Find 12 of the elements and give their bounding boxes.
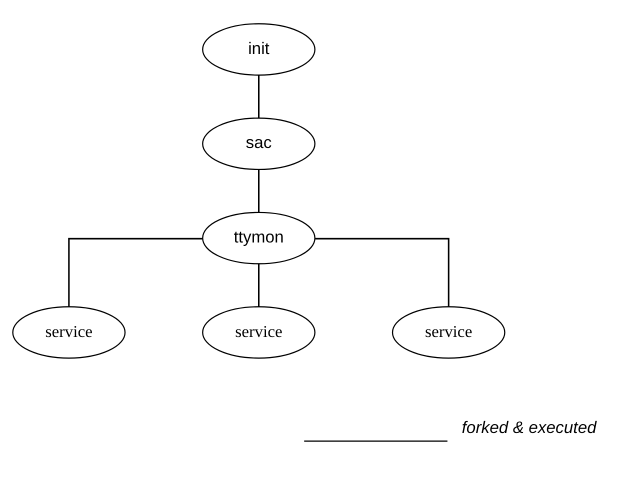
connector	[258, 170, 260, 212]
node-ellipse: init	[202, 23, 316, 76]
node-ellipse: service	[202, 306, 316, 359]
node-ellipse: sac	[202, 118, 316, 170]
node-ellipse: ttymon	[202, 212, 316, 264]
connector	[258, 75, 260, 118]
connector	[68, 238, 202, 306]
connector	[315, 238, 450, 306]
node-ellipse: service	[392, 306, 506, 359]
legend-label: forked & executed	[462, 418, 596, 437]
node-ellipse: service	[12, 306, 126, 359]
connector	[258, 264, 260, 307]
